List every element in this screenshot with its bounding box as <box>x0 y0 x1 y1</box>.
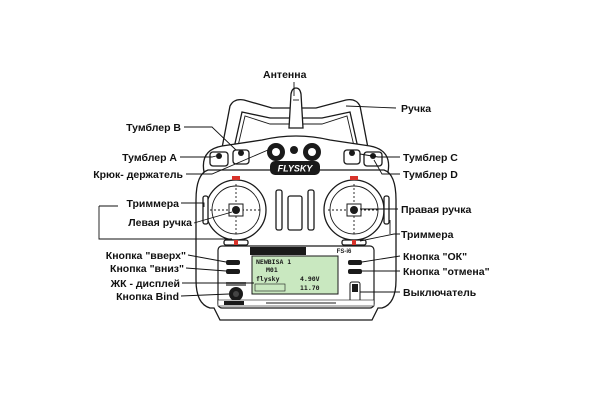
down-button <box>226 269 240 274</box>
label-left-stick: Левая ручка <box>128 217 192 229</box>
label-ok-button: Кнопка "ОК" <box>403 251 467 263</box>
label-switch-b: Тумблер B <box>126 122 181 134</box>
brand-text: FLYSKY <box>278 164 314 174</box>
label-switch-c: Тумблер C <box>403 152 458 164</box>
trimmer-right-vertical <box>383 195 390 225</box>
up-button <box>226 260 240 265</box>
label-handle: Ручка <box>401 103 431 115</box>
carry-handle <box>221 98 369 149</box>
label-switch-d: Тумблер D <box>403 169 458 181</box>
lcd-line-3: flysky <box>256 275 280 283</box>
lcd-line-1: NEWBISA 1 <box>256 258 291 266</box>
label-switch-a: Тумблер A <box>122 152 177 164</box>
cancel-button <box>348 269 362 274</box>
label-button-up: Кнопка "вверх" <box>106 250 186 262</box>
transmitter-illustration: FLYSKY <box>195 87 397 321</box>
label-cancel-button: Кнопка "отмена" <box>403 266 490 278</box>
lcd-screen: NEWBISA 1 M01 flysky 4.90V 11.70 <box>251 255 339 295</box>
leader-lines <box>98 82 401 297</box>
switch-c <box>343 149 361 165</box>
label-hook-holder: Крюк- держатель <box>93 169 183 181</box>
label-lcd-display: ЖК - дисплей <box>110 278 180 290</box>
label-power-switch: Выключатель <box>403 287 477 299</box>
callout-labels: Антенна Ручка Тумблер B Тумблер A Тумбле… <box>93 69 489 303</box>
label-antenna: Антенна <box>263 69 307 81</box>
antenna <box>288 87 304 129</box>
lcd-line-5: 11.70 <box>300 284 320 292</box>
label-bind-button: Кнопка Bind <box>116 291 179 303</box>
switch-d <box>363 151 383 167</box>
switch-b <box>232 149 250 165</box>
switch-a <box>209 151 229 167</box>
model-text: FS-i6 <box>337 249 352 255</box>
label-right-stick: Правая ручка <box>401 204 471 216</box>
brand-badge <box>270 161 320 175</box>
label-button-down: Кнопка "вниз" <box>110 263 184 275</box>
lcd-line-4: 4.90V <box>300 275 320 283</box>
label-trimmers-right: Триммера <box>401 229 454 241</box>
label-trimmers-left: Триммера <box>126 198 179 210</box>
ok-button <box>348 260 362 265</box>
lcd-line-2: M01 <box>266 266 278 274</box>
